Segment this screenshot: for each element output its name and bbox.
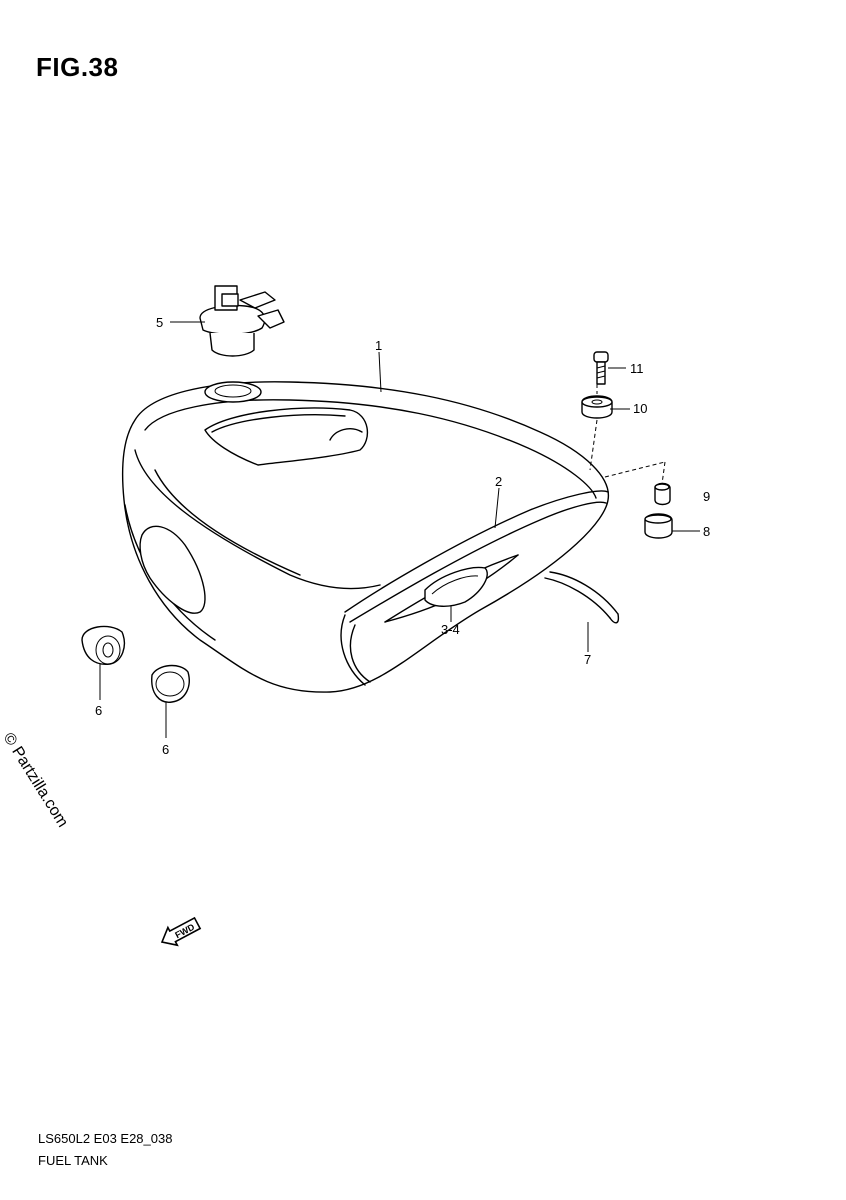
callout-6-lower: 6 (162, 742, 169, 757)
callout-5: 5 (156, 315, 163, 330)
callout-8: 8 (703, 524, 710, 539)
callout-3-4: 3-4 (441, 622, 460, 637)
mounting-cushion[interactable] (644, 513, 673, 539)
callout-2: 2 (495, 474, 502, 489)
breather-hose[interactable] (544, 571, 620, 624)
callout-6-upper: 6 (95, 703, 102, 718)
side-stripe-panel[interactable] (340, 490, 609, 686)
forward-arrow-icon: FWD (160, 916, 202, 947)
tank-cushion-upper[interactable] (81, 625, 126, 665)
callout-7: 7 (584, 652, 591, 667)
callout-11: 11 (630, 361, 644, 376)
callout-1: 1 (375, 338, 382, 353)
leader-lines (99, 321, 700, 738)
fuel-tank-body[interactable] (121, 381, 610, 693)
rubber-washer[interactable] (581, 395, 613, 419)
diagram-name: FUEL TANK (38, 1153, 108, 1168)
tank-emblem[interactable] (384, 554, 519, 623)
spacer[interactable] (654, 482, 671, 506)
callout-10: 10 (633, 401, 647, 416)
figure-title: FIG.38 (36, 52, 119, 82)
mounting-bolt[interactable] (593, 351, 609, 385)
callout-9: 9 (703, 489, 710, 504)
fuel-cap[interactable] (199, 285, 285, 357)
diagram-code: LS650L2 E03 E28_038 (38, 1131, 173, 1146)
tank-cushion-lower[interactable] (151, 664, 190, 703)
